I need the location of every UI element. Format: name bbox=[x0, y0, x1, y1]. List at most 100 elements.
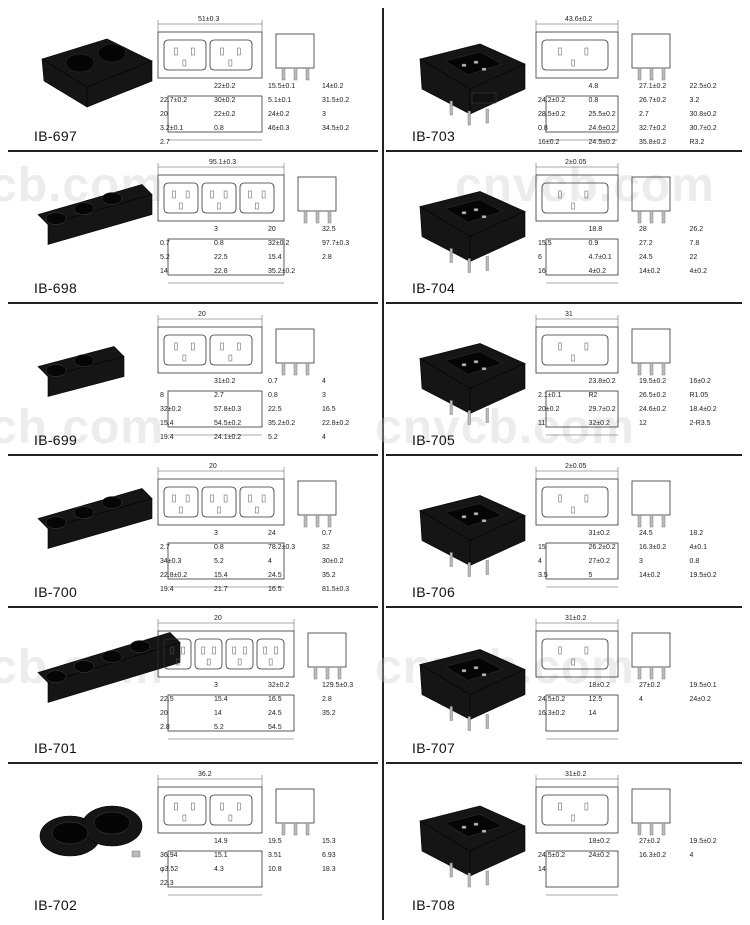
dimension-label: 3.5 bbox=[538, 572, 548, 579]
technical-drawing bbox=[157, 315, 315, 436]
dimension-label: 20 bbox=[160, 111, 168, 118]
dimension-label: 26.2 bbox=[690, 226, 704, 233]
dimension-label: 0.8 bbox=[214, 544, 224, 551]
dimension-label: 31.5±0.2 bbox=[322, 97, 349, 104]
model-number: IB-702 bbox=[34, 897, 78, 913]
dimension-label: R3.2 bbox=[690, 139, 705, 146]
dimension-label: 31±0.2 bbox=[214, 378, 235, 385]
dimension-label: 22±0.2 bbox=[214, 83, 235, 90]
dimension-label: 4 bbox=[322, 434, 326, 441]
dimension-label: 0.8 bbox=[589, 97, 599, 104]
technical-drawing bbox=[157, 163, 337, 284]
dimension-label: 24±0.2 bbox=[589, 852, 610, 859]
dimension-label: 20 bbox=[209, 463, 217, 470]
model-number: IB-699 bbox=[34, 432, 78, 448]
dimension-label: 2±0.05 bbox=[565, 159, 586, 166]
dimension-label: 11 bbox=[538, 420, 545, 427]
row-divider bbox=[386, 302, 742, 304]
technical-drawing bbox=[535, 775, 671, 896]
dimension-label: φ3.52 bbox=[160, 866, 178, 873]
dimension-label: 16±0.2 bbox=[538, 139, 559, 146]
dimension-label: 4 bbox=[322, 378, 326, 385]
dimension-label: 22.8±0.2 bbox=[160, 572, 187, 579]
dimension-label: 6 bbox=[538, 254, 542, 261]
dimension-label: 10.8 bbox=[268, 866, 282, 873]
dimension-label: 27±0.2 bbox=[639, 682, 660, 689]
model-number: IB-698 bbox=[34, 280, 78, 296]
dimension-label: 21.7 bbox=[214, 586, 228, 593]
dimension-label: 3 bbox=[214, 226, 218, 233]
dimension-label: 2.7 bbox=[160, 544, 170, 551]
row-divider bbox=[8, 762, 378, 764]
dimension-label: 27.1±0.2 bbox=[639, 83, 666, 90]
dimension-label: 32.5 bbox=[322, 226, 336, 233]
dimension-label: 18±0.2 bbox=[589, 838, 610, 845]
dimension-label: 3 bbox=[322, 111, 326, 118]
dimension-label: 24.5 bbox=[268, 710, 282, 717]
row-divider bbox=[8, 302, 378, 304]
dimension-label: 19.5±0.2 bbox=[690, 572, 717, 579]
dimension-label: 15.5±0.1 bbox=[268, 83, 295, 90]
dimension-label: 15.5 bbox=[538, 240, 552, 247]
dimension-label: 22.5 bbox=[214, 254, 228, 261]
dimension-label: 4.8 bbox=[589, 83, 599, 90]
dimension-label: 31±0.2 bbox=[589, 530, 610, 537]
dimension-label: 2.7 bbox=[639, 111, 649, 118]
technical-drawing bbox=[157, 775, 315, 896]
technical-drawing bbox=[157, 619, 347, 740]
dimension-label: 3.2 bbox=[690, 97, 700, 104]
dimension-label: 30±0.2 bbox=[322, 558, 343, 565]
dimension-label: 31±0.2 bbox=[565, 615, 586, 622]
dimension-label: 15.1 bbox=[214, 852, 228, 859]
dimension-label: 24.5±0.2 bbox=[538, 852, 565, 859]
technical-drawing bbox=[535, 467, 671, 588]
dimension-label: R2 bbox=[589, 392, 598, 399]
dimension-label: 15.4 bbox=[268, 254, 282, 261]
dimension-label: 0.7 bbox=[160, 240, 170, 247]
product-photo bbox=[37, 488, 153, 549]
dimension-label: 95.1±0.3 bbox=[209, 159, 236, 166]
dimension-label: 4.7±0.1 bbox=[589, 254, 612, 261]
dimension-label: 31±0.2 bbox=[565, 771, 586, 778]
dimension-label: 3.51 bbox=[268, 852, 282, 859]
dimension-label: 14.9 bbox=[214, 838, 228, 845]
dimension-label: 19.5±0.2 bbox=[690, 838, 717, 845]
dimension-label: 4.3 bbox=[214, 866, 224, 873]
dimension-label: 18.8 bbox=[589, 226, 603, 233]
dimension-label: 35.2 bbox=[322, 710, 336, 717]
dimension-label: 32 bbox=[322, 544, 330, 551]
dimension-label: 129.5±0.3 bbox=[322, 682, 353, 689]
dimension-label: 30.7±0.2 bbox=[690, 125, 717, 132]
dimension-label: 27.2 bbox=[639, 240, 653, 247]
dimension-label: 24.5±0.2 bbox=[589, 139, 616, 146]
model-number: IB-705 bbox=[412, 432, 456, 448]
dimension-label: 22 bbox=[690, 254, 698, 261]
dimension-label: 16.5 bbox=[268, 586, 282, 593]
dimension-label: 19.5±0.1 bbox=[690, 682, 717, 689]
dimension-label: 3 bbox=[639, 558, 643, 565]
dimension-label: 0.8 bbox=[214, 125, 224, 132]
dimension-label: 35.8±0.2 bbox=[639, 139, 666, 146]
product-photo bbox=[419, 191, 526, 273]
dimension-label: 19.4 bbox=[160, 434, 174, 441]
technical-drawing bbox=[535, 20, 671, 141]
model-number: IB-700 bbox=[34, 584, 78, 600]
dimension-label: 8 bbox=[160, 392, 164, 399]
dimension-label: 81.5±0.3 bbox=[322, 586, 349, 593]
dimension-label: 15.3 bbox=[322, 838, 336, 845]
dimension-label: 0.8 bbox=[538, 125, 548, 132]
dimension-label: 0.7 bbox=[322, 530, 332, 537]
dimension-label: 2.7 bbox=[160, 139, 170, 146]
dimension-label: 18.4±0.2 bbox=[690, 406, 717, 413]
product-photo bbox=[419, 495, 526, 577]
dimension-label: 0.8 bbox=[214, 240, 224, 247]
